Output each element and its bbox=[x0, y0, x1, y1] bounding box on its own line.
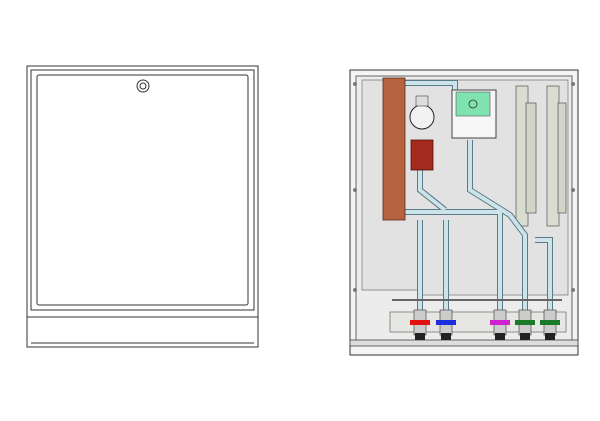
heat-exchanger bbox=[382, 77, 406, 221]
circulation-pump bbox=[409, 104, 435, 130]
valve-5[interactable] bbox=[540, 309, 560, 340]
bottom-rail bbox=[349, 339, 579, 347]
door-lock-icon bbox=[136, 79, 150, 93]
manifold-rail-3 bbox=[546, 85, 560, 227]
valve-3[interactable] bbox=[490, 309, 510, 340]
cabinet-frame bbox=[26, 65, 259, 348]
controller-icon bbox=[468, 99, 478, 109]
manifold-rail-2 bbox=[525, 102, 537, 214]
valves bbox=[410, 309, 560, 340]
filter-unit bbox=[410, 139, 434, 171]
valve-2[interactable] bbox=[436, 309, 456, 340]
open-cabinet bbox=[349, 69, 579, 356]
valve-1[interactable] bbox=[410, 309, 430, 340]
valve-4[interactable] bbox=[515, 309, 535, 340]
mounting-screws bbox=[353, 82, 575, 292]
closed-cabinet bbox=[26, 65, 259, 348]
cabinet-door bbox=[36, 74, 249, 306]
pump-head bbox=[415, 95, 429, 107]
cabinet-door-frame bbox=[30, 69, 255, 311]
manifold-rail-4 bbox=[557, 102, 567, 214]
controller-display bbox=[455, 91, 491, 117]
pipes-fill bbox=[405, 81, 552, 325]
door-lock-core bbox=[139, 82, 147, 90]
